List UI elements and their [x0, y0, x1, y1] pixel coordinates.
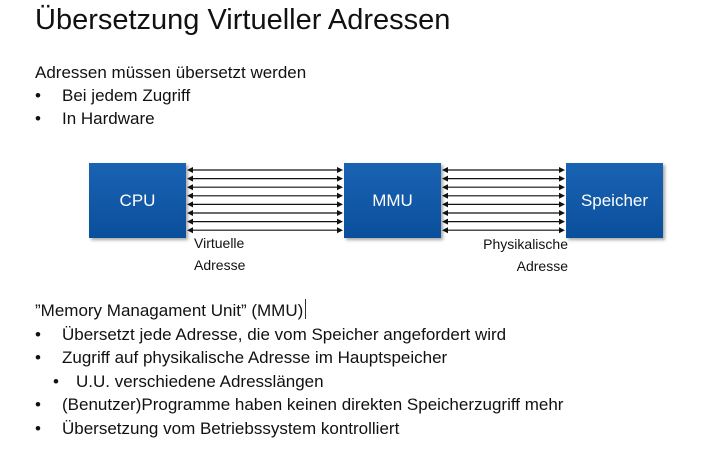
bus-arrow [187, 210, 343, 216]
bus-arrow [187, 201, 343, 208]
bullet-icon: • [35, 418, 41, 438]
bullet-icon: • [35, 324, 41, 344]
bus-arrow [442, 184, 565, 191]
bullet-icon: • [35, 109, 41, 128]
mmu-box: MMU [344, 163, 441, 238]
bullet-icon: • [53, 371, 59, 391]
mmu-sub-bullet-text: U.U. verschiedene Adresslängen [76, 371, 324, 391]
bus-arrow [187, 175, 343, 182]
memory-box: Speicher [566, 163, 663, 238]
bus-arrow [187, 167, 343, 173]
bus-arrow [442, 192, 565, 199]
mmu-bullet-list: • Übersetzt jede Adresse, die vom Speich… [35, 323, 563, 441]
intro-bullet: • Bei jedem Zugriff [35, 84, 306, 107]
mmu-bullet-text: Übersetzung vom Betriebssystem kontrolli… [62, 418, 400, 438]
bullet-icon: • [35, 86, 41, 105]
mmu-bullet-text: Übersetzt jede Adresse, die vom Speicher… [62, 324, 507, 344]
physical-address-caption: Physikalische Adresse [458, 233, 568, 277]
intro-bullet: • In Hardware [35, 107, 306, 130]
cpu-mmu-bus [187, 167, 343, 234]
bus-arrow [442, 210, 565, 216]
virtual-address-caption: Virtuelle Adresse [194, 232, 274, 276]
intro-section: Adressen müssen übersetzt werden • Bei j… [35, 61, 306, 130]
bus-arrow [187, 192, 343, 199]
physical-caption-line2: Adresse [516, 258, 568, 274]
intro-bullet-text: In Hardware [62, 109, 155, 128]
bus-arrow [442, 201, 565, 208]
bullet-icon: • [35, 395, 41, 414]
bus-arrow [442, 227, 565, 234]
slide-title: Übersetzung Virtueller Adressen [35, 4, 451, 36]
mmu-bullet: • Übersetzung vom Betriebssystem kontrol… [35, 417, 563, 441]
mmu-bullet-text: Zugriff auf physikalische Adresse im Hau… [62, 348, 448, 367]
mmu-bullet: • Zugriff auf physikalische Adresse im H… [35, 346, 563, 370]
intro-bullet-list: • Bei jedem Zugriff • In Hardware [35, 84, 306, 130]
mmu-label: MMU [372, 190, 413, 210]
bus-arrow [442, 167, 565, 173]
mmu-bullet: • Übersetzt jede Adresse, die vom Speich… [35, 323, 563, 347]
mmu-section: ”Memory Managament Unit” (MMU) • Überset… [35, 299, 563, 440]
intro-bullet-text: Bei jedem Zugriff [62, 86, 191, 105]
mmu-sub-bullet: • U.U. verschiedene Adresslängen [35, 370, 563, 394]
mmu-bullet-text: (Benutzer)Programme haben keinen direkte… [62, 395, 564, 414]
mmu-heading-text: ”Memory Managament Unit” (MMU) [35, 301, 304, 320]
memory-label: Speicher [580, 190, 649, 210]
bus-arrow [187, 184, 343, 191]
virtual-caption-line1: Virtuelle [194, 235, 245, 251]
mmu-heading: ”Memory Managament Unit” (MMU) [35, 299, 563, 323]
bullet-icon: • [35, 348, 41, 367]
mmu-memory-bus [442, 167, 565, 234]
text-cursor [305, 299, 307, 319]
cpu-box: CPU [89, 163, 186, 238]
bus-arrow [187, 218, 343, 225]
virtual-caption-line2: Adresse [194, 257, 246, 273]
physical-caption-line1: Physikalische [483, 236, 568, 252]
bus-arrow [442, 218, 565, 225]
bus-arrow [187, 227, 343, 234]
mmu-bullet: • (Benutzer)Programme haben keinen direk… [35, 393, 563, 417]
intro-heading: Adressen müssen übersetzt werden [35, 63, 307, 82]
bus-arrow [442, 175, 565, 182]
cpu-label: CPU [119, 190, 156, 210]
